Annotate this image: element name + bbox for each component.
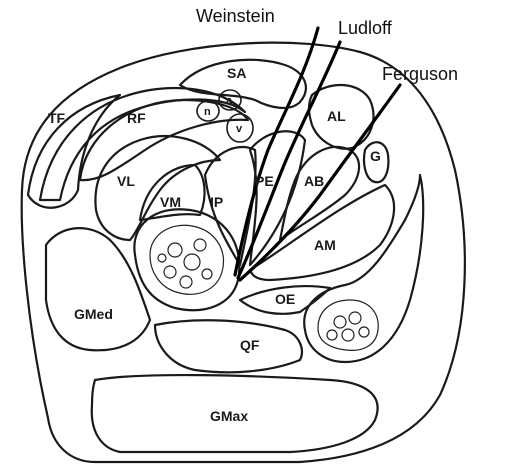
muscle-vl bbox=[95, 136, 220, 240]
label-oe: OE bbox=[275, 291, 295, 307]
label-gmax: GMax bbox=[210, 408, 248, 424]
label-pe: PE bbox=[255, 173, 274, 189]
muscle-qf bbox=[155, 320, 302, 372]
label-am: AM bbox=[314, 237, 336, 253]
label-ip: IP bbox=[210, 194, 223, 210]
ischial-bone-outline bbox=[304, 175, 423, 362]
muscle-rf bbox=[80, 100, 248, 180]
label-al: AL bbox=[327, 108, 346, 124]
label-ferguson: Ferguson bbox=[382, 64, 458, 84]
route-weinstein bbox=[235, 28, 318, 275]
ischial-marrow bbox=[318, 300, 378, 350]
label-a: a bbox=[226, 95, 233, 107]
label-vl: VL bbox=[117, 173, 135, 189]
label-sa: SA bbox=[227, 65, 246, 81]
label-vm: VM bbox=[160, 194, 181, 210]
label-gmed: GMed bbox=[74, 306, 113, 322]
label-g: G bbox=[370, 148, 381, 164]
femur-marrow bbox=[150, 225, 223, 294]
label-tf: TF bbox=[48, 110, 66, 126]
tensor-fascia-boundary bbox=[40, 88, 245, 200]
label-ab: AB bbox=[304, 173, 324, 189]
label-ludloff: Ludloff bbox=[338, 18, 393, 38]
label-qf: QF bbox=[240, 337, 260, 353]
label-v: v bbox=[236, 123, 243, 135]
label-rf: RF bbox=[127, 110, 146, 126]
label-n: n bbox=[204, 106, 211, 118]
label-weinstein: Weinstein bbox=[196, 6, 275, 26]
